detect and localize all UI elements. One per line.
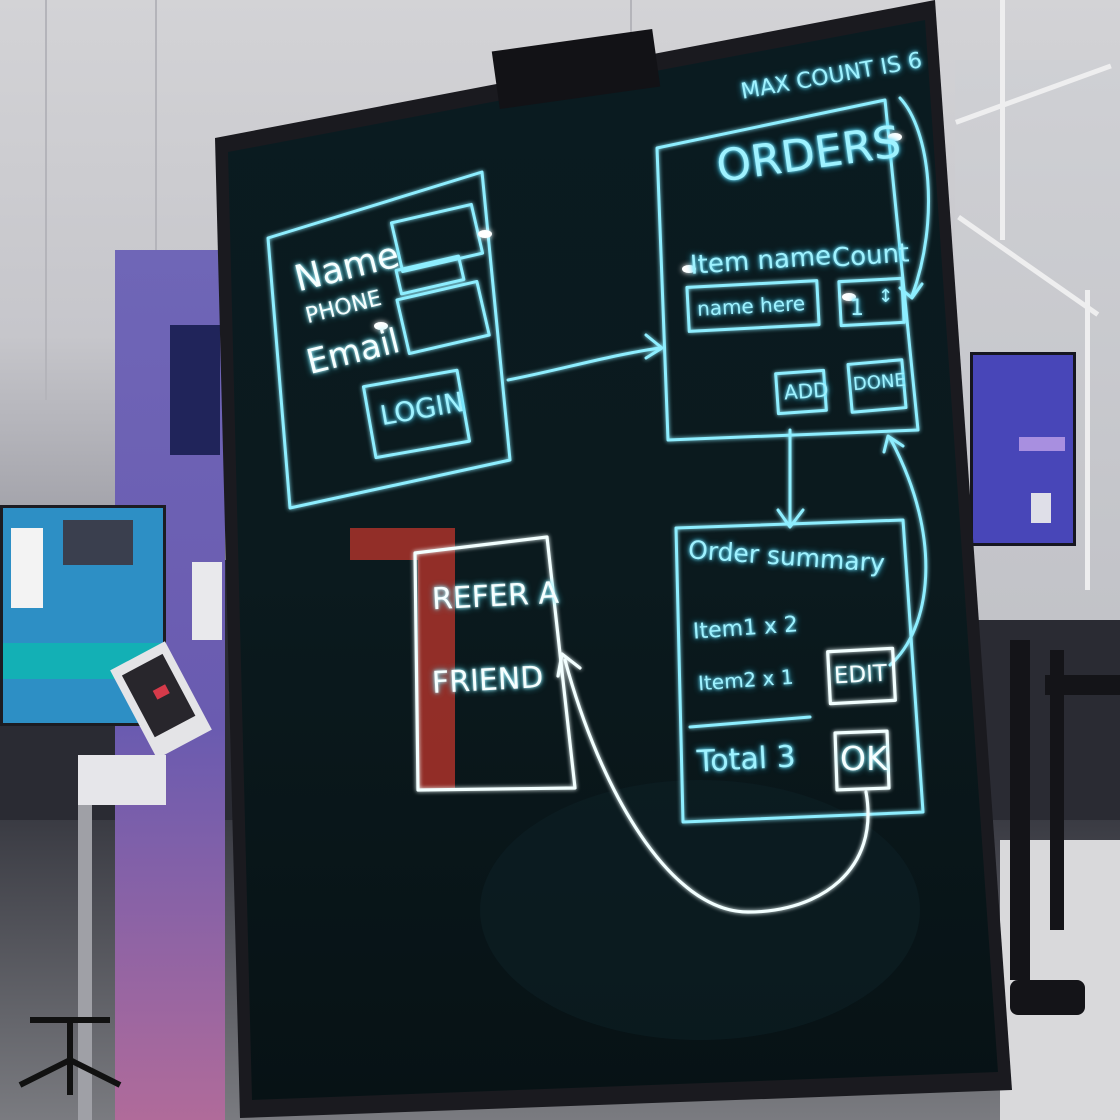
total-label: Total 3: [696, 739, 797, 780]
count-label: Count: [831, 238, 911, 274]
done-button[interactable]: DONE: [852, 369, 907, 396]
wall-seam: [155, 0, 157, 400]
reflection-light: [888, 133, 902, 141]
order-summary-outline: [674, 518, 925, 824]
count-stepper-box: [837, 276, 906, 328]
summary-line-item2: Item2 x 1: [697, 664, 795, 696]
summary-line-item1: Item1 x 2: [692, 612, 799, 645]
ok-button-box: [833, 729, 891, 792]
wall-seam: [45, 0, 47, 400]
booth-paper: [192, 562, 222, 640]
right-monitor: [970, 352, 1076, 546]
name-label: Name: [290, 234, 404, 301]
arrow-maxcount: [898, 96, 931, 298]
email-input-box: [395, 279, 491, 356]
stanchion-post: [1010, 640, 1030, 980]
item-name-input[interactable]: name here: [696, 291, 806, 321]
stanchion-belt: [1045, 675, 1120, 695]
add-button[interactable]: ADD: [783, 377, 830, 405]
arrow-login-orders: [506, 346, 662, 382]
stair-post: [1000, 0, 1005, 240]
item-name-input-box: [685, 279, 821, 333]
reflection-red: [350, 528, 455, 790]
item-name-label: Item name: [689, 241, 833, 281]
orders-form-outline: [655, 98, 920, 442]
phone-input-box: [394, 254, 466, 296]
left-monitor: [0, 505, 166, 726]
login-button-box: [361, 368, 472, 460]
name-input-box: [389, 202, 485, 274]
login-button[interactable]: LOGIN: [377, 386, 467, 433]
login-form-outline: [266, 170, 512, 510]
stair-post: [1085, 290, 1090, 590]
email-label: Email: [302, 321, 404, 383]
reflection-light: [682, 265, 696, 273]
refer-line2: FRIEND: [431, 660, 545, 701]
reflection-light: [374, 322, 388, 330]
edit-button-box: [826, 646, 897, 706]
arrow-ok-refer: [563, 658, 870, 914]
kiosk-pole: [78, 805, 92, 1120]
max-count-note: MAX COUNT IS 6: [739, 48, 924, 105]
orders-title: ORDERS: [713, 116, 904, 193]
done-button-box: [846, 358, 908, 414]
board-clamp: [491, 29, 661, 109]
stepper-arrows-icon[interactable]: ↕: [878, 286, 894, 307]
add-button-box: [774, 368, 828, 416]
edit-button[interactable]: EDIT: [833, 660, 888, 690]
office-chair: [18, 1017, 122, 1095]
reflection-light: [842, 293, 856, 301]
stanchion-post: [1050, 650, 1064, 930]
booth-sign: [170, 325, 220, 455]
kiosk-box: [78, 755, 166, 805]
arrow-edit-orders: [888, 436, 928, 667]
order-summary-title: Order summary: [687, 535, 886, 578]
refer-line1: REFER A: [431, 575, 560, 618]
summary-divider: [688, 715, 812, 729]
ok-button[interactable]: OK: [840, 739, 888, 778]
count-stepper[interactable]: 1: [850, 296, 864, 321]
refer-friend-outline: [413, 535, 577, 792]
reflection-light: [478, 230, 492, 238]
stanchion-base: [1010, 980, 1085, 1015]
